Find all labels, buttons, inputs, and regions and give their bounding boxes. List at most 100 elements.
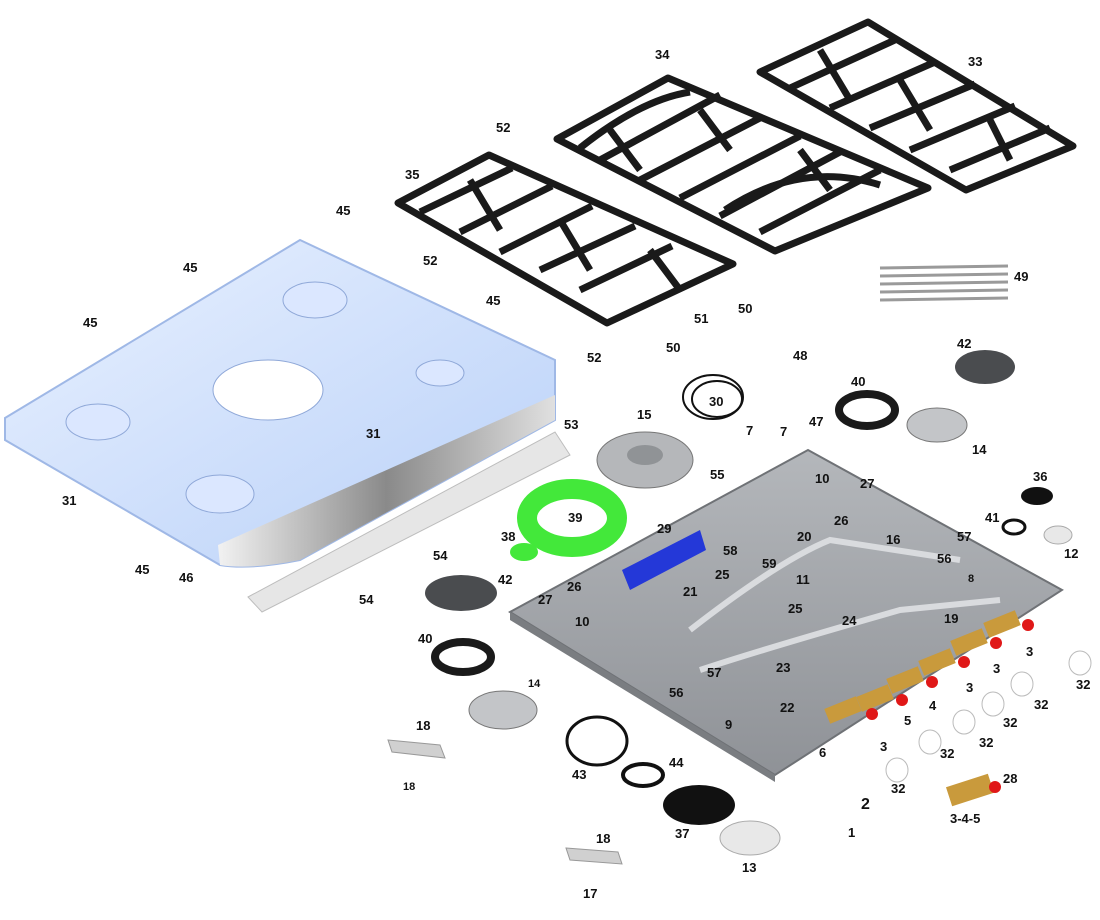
label-33: 33 xyxy=(968,54,983,69)
label-5: 5 xyxy=(904,713,912,728)
highlight-ring-39 xyxy=(517,479,627,557)
label-57: 57 xyxy=(957,529,972,544)
front-trim-53 xyxy=(247,431,571,613)
label-16: 16 xyxy=(886,532,901,547)
label-58: 58 xyxy=(723,543,738,558)
label-49: 49 xyxy=(1014,269,1029,284)
label-25: 25 xyxy=(788,601,803,616)
label-1: 1 xyxy=(848,825,856,840)
label-13: 13 xyxy=(742,860,757,875)
cap-42-bottom xyxy=(425,575,497,611)
knobs-32 xyxy=(885,650,1092,783)
burner-14-bottom xyxy=(468,690,538,730)
label-45: 45 xyxy=(336,203,351,218)
label-35: 35 xyxy=(405,167,420,182)
label-3: 3 xyxy=(880,739,888,754)
label-6: 6 xyxy=(819,745,827,760)
foot-18b xyxy=(565,847,623,865)
label-17: 17 xyxy=(583,886,598,901)
label-39: 39 xyxy=(568,510,583,525)
gas-valves xyxy=(824,610,1034,724)
label-14: 14 xyxy=(972,442,987,457)
label-29: 29 xyxy=(657,521,672,536)
label-30: 30 xyxy=(709,394,724,409)
label-46: 46 xyxy=(179,570,194,585)
label-44: 44 xyxy=(669,755,684,770)
label-18: 18 xyxy=(416,718,431,733)
label-45: 45 xyxy=(135,562,150,577)
label-50: 50 xyxy=(738,301,753,316)
label-48: 48 xyxy=(793,348,808,363)
label-32: 32 xyxy=(1003,715,1018,730)
label-31: 31 xyxy=(62,493,77,508)
label-7: 7 xyxy=(746,423,754,438)
foot-18a xyxy=(387,739,446,759)
label-37: 37 xyxy=(675,826,690,841)
label-28: 28 xyxy=(1003,771,1018,786)
label-52: 52 xyxy=(496,120,511,135)
label-38: 38 xyxy=(501,529,516,544)
label-25: 25 xyxy=(715,567,730,582)
gasket-43 xyxy=(565,715,629,767)
label-53: 53 xyxy=(564,417,579,432)
label-55: 55 xyxy=(710,467,725,482)
label-59: 59 xyxy=(762,556,777,571)
label-32: 32 xyxy=(1034,697,1049,712)
label-26: 26 xyxy=(567,579,582,594)
pipes-49 xyxy=(879,264,1009,302)
label-18: 18 xyxy=(596,831,611,846)
label-51: 51 xyxy=(694,311,709,326)
label-45: 45 xyxy=(486,293,501,308)
label-19: 19 xyxy=(944,611,959,626)
burner-cap-12 xyxy=(1043,525,1073,545)
grate-35 xyxy=(394,151,737,327)
label-20: 20 xyxy=(797,529,812,544)
label-45: 45 xyxy=(83,315,98,330)
label-50: 50 xyxy=(666,340,681,355)
ring-40-bottom xyxy=(431,638,495,676)
label-9: 9 xyxy=(725,717,733,732)
cable-30 xyxy=(682,374,744,420)
label-3: 3 xyxy=(1026,644,1034,659)
label-22: 22 xyxy=(780,700,795,715)
label-41: 41 xyxy=(985,510,1000,525)
label-10: 10 xyxy=(575,614,590,629)
cap-37 xyxy=(663,785,735,825)
label-36: 36 xyxy=(1033,469,1048,484)
label-14: 14 xyxy=(528,678,541,690)
tray-16 xyxy=(508,448,1064,782)
label-27: 27 xyxy=(538,592,553,607)
label-32: 32 xyxy=(979,735,994,750)
label-11: 11 xyxy=(796,572,810,587)
label-52: 52 xyxy=(423,253,438,268)
label-54: 54 xyxy=(359,592,374,607)
burner-15-center xyxy=(627,445,663,465)
label-56: 56 xyxy=(937,551,952,566)
label-3: 3 xyxy=(993,661,1001,676)
label-15: 15 xyxy=(637,407,652,422)
label-7: 7 xyxy=(780,424,788,439)
green-disc-38 xyxy=(510,543,538,561)
label-54: 54 xyxy=(433,548,448,563)
label-31: 31 xyxy=(366,426,381,441)
ring-40-top xyxy=(835,390,899,430)
label-23: 23 xyxy=(776,660,791,675)
grate-34 xyxy=(553,74,932,255)
cap-36 xyxy=(1021,487,1053,505)
label-2: 2 xyxy=(861,796,870,813)
label-18: 18 xyxy=(403,781,416,793)
label-32: 32 xyxy=(1076,677,1091,692)
igniter-29 xyxy=(622,530,706,590)
glass-top-31 xyxy=(4,238,556,568)
label-32: 32 xyxy=(940,746,955,761)
label-43: 43 xyxy=(572,767,587,782)
valve-28-knob xyxy=(989,781,1001,793)
gasket-44 xyxy=(621,762,665,788)
cap-42-top xyxy=(955,350,1015,384)
label-42: 42 xyxy=(498,572,513,587)
label-26: 26 xyxy=(834,513,849,528)
label-32: 32 xyxy=(891,781,906,796)
label-27: 27 xyxy=(860,476,875,491)
label-57: 57 xyxy=(707,665,722,680)
